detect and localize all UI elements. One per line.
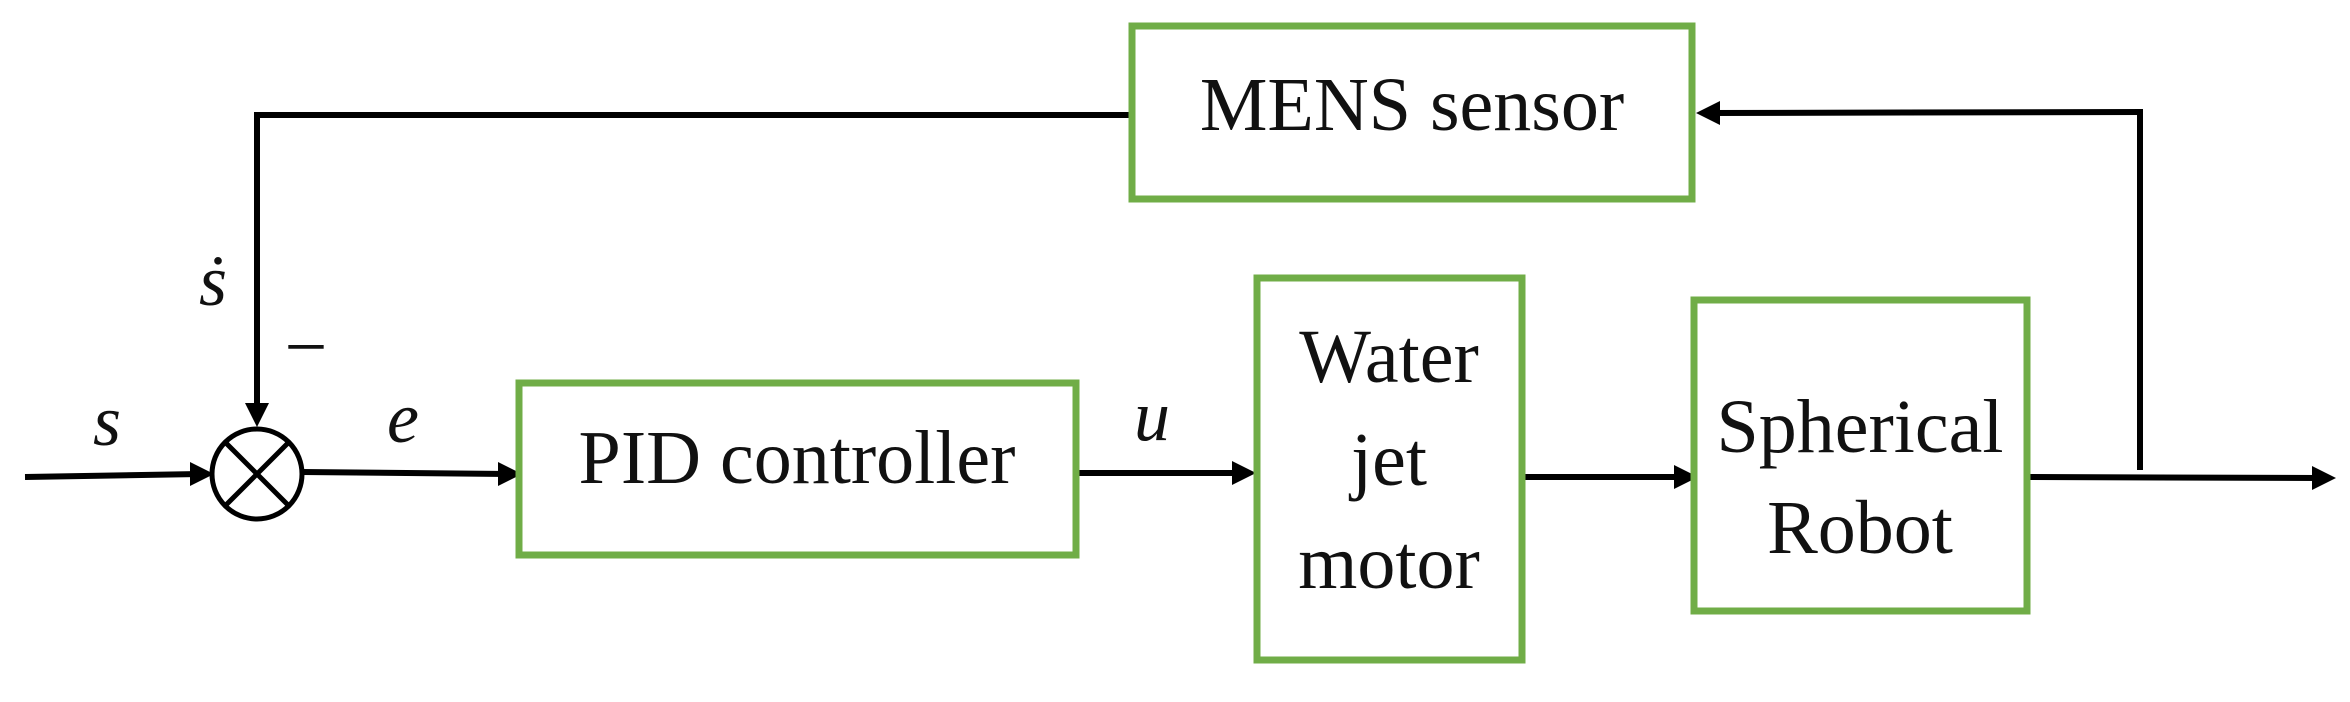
motor-label-line-1: Water [1299,315,1479,399]
motor-label-line-2: jet [1348,418,1427,502]
robot-label-line-2: Robot [1767,486,1953,570]
summing-junction-cross-b [223,440,291,508]
output-wire [2025,474,2319,481]
error-signal-label: e [387,378,419,458]
error-wire [301,469,509,477]
robot-block [1690,296,2031,615]
summing-junction [209,426,305,522]
arrowhead-error [498,462,522,486]
wires [24,109,2319,481]
arrowhead-sensor [1696,101,1720,125]
feedback-signal-label: ṡ [199,241,227,321]
arrowhead-feedback [245,403,269,427]
feedback-sign-label: − [285,305,328,389]
feedback-top-wire [1709,109,2144,116]
motor-block [1253,274,1526,664]
sensor-label: MENS sensor [1200,63,1624,147]
arrowhead-output [2312,466,2336,490]
control-signal-label: u [1134,376,1170,456]
pid-block [515,379,1080,559]
arrowheads [190,101,2336,490]
motor-label-line-3: motor [1298,521,1480,605]
sensor-block [1128,22,1696,203]
blocks [515,22,2031,664]
input-wire [24,471,201,480]
arrowhead-robot [1674,465,1698,489]
robot-label-line-1: Spherical [1716,385,2003,469]
input-signal-label: s [93,381,121,461]
arrowhead-input [190,462,214,486]
pid-label: PID controller [579,416,1016,500]
arrowhead-control [1232,461,1256,485]
